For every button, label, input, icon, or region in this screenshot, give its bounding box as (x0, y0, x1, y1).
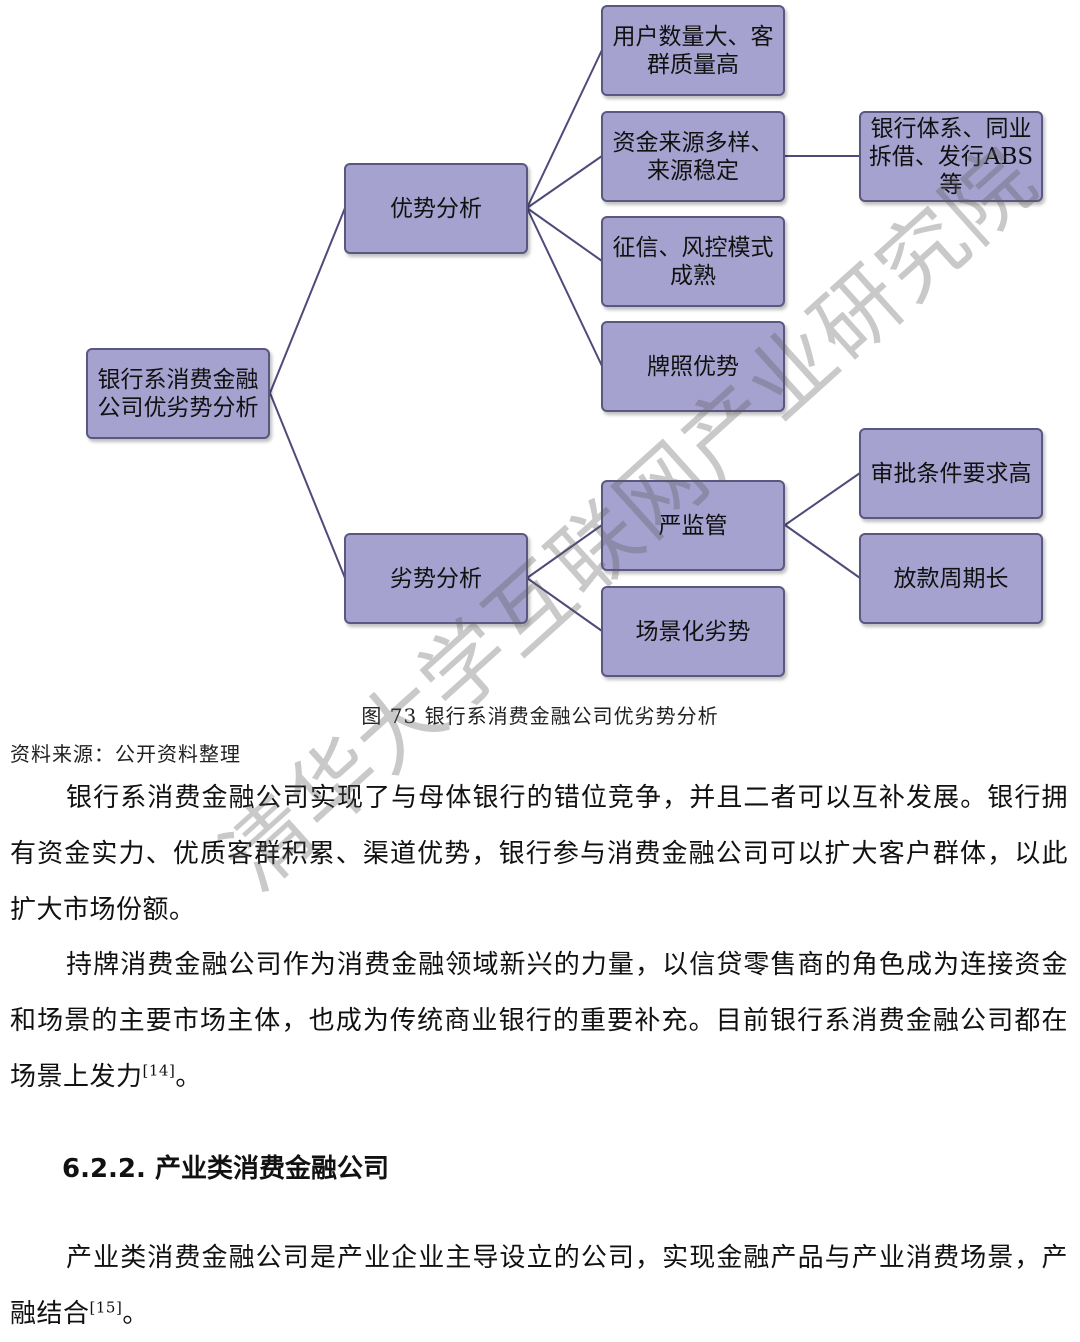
figure-caption: 图 73 银行系消费金融公司优劣势分析 (361, 704, 719, 728)
reference-14[interactable]: [14] (142, 1061, 176, 1080)
source-note: 资料来源：公开资料整理 (10, 742, 241, 766)
paragraph-3: 产业类消费金融公司是产业企业主导设立的公司，实现金融产品与产业消费场景，产融结合… (10, 1230, 1068, 1342)
disadvantage-regulation-node: 严监管 (601, 480, 785, 571)
reference-15[interactable]: [15] (89, 1298, 123, 1317)
funding-detail-node: 银行体系、同业 拆借、发行ABS 等 (859, 111, 1043, 202)
paragraph-1: 银行系消费金融公司实现了与母体银行的错位竞争，并且二者可以互补发展。银行拥有资金… (10, 783, 1068, 925)
hierarchy-diagram: 银行系消费金融 公司优劣势分析 优势分析 劣势分析 用户数量大、客 群质量高 资… (86, 5, 1043, 677)
section-heading: 6.2.2. 产业类消费金融公司 (62, 1154, 389, 1184)
connector-lines (269, 49, 861, 632)
disadvantage-scenario-node: 场景化劣势 (601, 586, 785, 677)
advantage-funding-node: 资金来源多样、 来源稳定 (601, 111, 785, 202)
paragraph-3-text: 产业类消费金融公司是产业企业主导设立的公司，实现金融产品与产业消费场景，产融结合 (10, 1243, 1068, 1329)
advantage-license-node: 牌照优势 (601, 321, 785, 412)
regulation-approval-node: 审批条件要求高 (859, 428, 1043, 519)
paragraph-3-end: 。 (122, 1299, 149, 1329)
advantage-risk-control-node: 征信、风控模式 成熟 (601, 216, 785, 307)
advantages-node: 优势分析 (344, 163, 528, 254)
advantage-user-base-node: 用户数量大、客 群质量高 (601, 5, 785, 96)
root-node: 银行系消费金融 公司优劣势分析 (86, 348, 270, 439)
paragraph-2: 持牌消费金融公司作为消费金融领域新兴的力量，以信贷零售商的角色成为连接资金和场景… (10, 937, 1068, 1105)
disadvantages-node: 劣势分析 (344, 533, 528, 624)
paragraph-2-end: 。 (175, 1062, 202, 1092)
paragraph-2-text: 持牌消费金融公司作为消费金融领域新兴的力量，以信贷零售商的角色成为连接资金和场景… (10, 950, 1068, 1092)
regulation-cycle-node: 放款周期长 (859, 533, 1043, 624)
